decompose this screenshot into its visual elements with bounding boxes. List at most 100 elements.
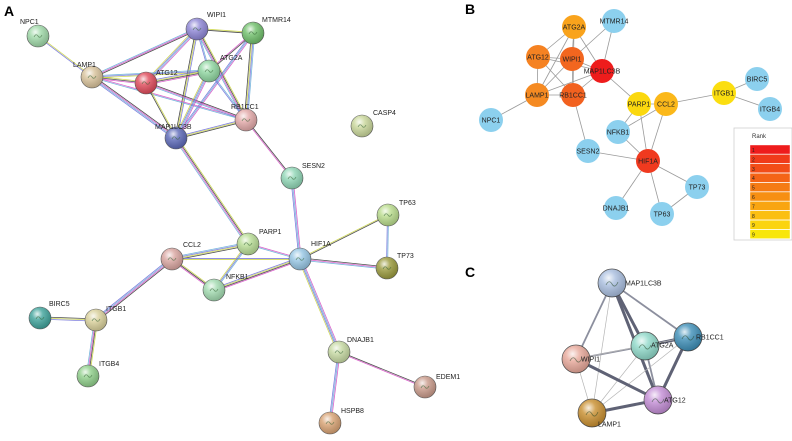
ranked-node-label-parp1: PARP1 xyxy=(628,102,651,109)
ranked-node-dnajb1[interactable]: DNAJB1 xyxy=(603,196,630,220)
node-tp73[interactable]: TP73 xyxy=(375,253,414,280)
ranked-node-itgb4[interactable]: ITGB4 xyxy=(758,97,782,121)
ranked-node-sesn2[interactable]: SESN2 xyxy=(576,139,600,163)
node-hif1a[interactable]: HIF1A xyxy=(288,241,331,271)
string-edge-sesn2-hif1a xyxy=(290,177,302,260)
node-birc5[interactable]: BIRC5 xyxy=(28,301,70,330)
rank-legend-row-8: 8 xyxy=(749,210,791,221)
string-edge-mtmr14-rb1cc1 xyxy=(243,32,256,121)
rank-legend-row-7: 7 xyxy=(749,201,791,211)
node-label-itgb4: ITGB4 xyxy=(99,361,119,368)
node-lamp1[interactable]: LAMP1 xyxy=(73,62,104,89)
hub-node-label-atg12: ATG12 xyxy=(664,398,686,405)
hub-edge-rb1cc1-lamp1 xyxy=(591,336,689,414)
string-edge-lamp1-npc1 xyxy=(37,35,93,78)
node-label-tp73: TP73 xyxy=(397,253,414,260)
ranked-node-label-itgb4: ITGB4 xyxy=(760,107,780,114)
ranked-node-npc1[interactable]: NPC1 xyxy=(479,108,503,132)
ranked-node-mtmr14[interactable]: MTMR14 xyxy=(600,9,629,33)
node-rb1cc1[interactable]: RB1CC1 xyxy=(231,104,259,132)
node-label-hif1a: HIF1A xyxy=(311,241,331,248)
ranked-node-label-atg2a: ATG2A xyxy=(563,25,586,32)
string-edge-atg2a-map1lc3b xyxy=(174,70,211,139)
ranked-node-atg2a[interactable]: ATG2A xyxy=(562,15,586,39)
string-edge-hif1a-tp63 xyxy=(299,214,389,260)
node-parp1[interactable]: PARP1 xyxy=(236,229,282,256)
node-atg2a[interactable]: ATG2A xyxy=(197,55,243,83)
node-mtmr14[interactable]: MTMR14 xyxy=(241,17,291,45)
rank-legend-row-6: 6 xyxy=(749,191,791,202)
rank-legend-row-9: 9 xyxy=(749,219,791,230)
rank-legend-value-8: 8 xyxy=(752,214,755,220)
rank-legend-value-6: 6 xyxy=(752,195,755,201)
rank-legend-row-10: 9 xyxy=(749,229,791,239)
node-wipi1[interactable]: WIPI1 xyxy=(185,12,226,41)
node-label-dnajb1: DNAJB1 xyxy=(347,337,374,344)
hub-node-lamp1[interactable]: LAMP1 xyxy=(577,398,621,429)
node-hspb8[interactable]: HSPB8 xyxy=(318,408,364,435)
ranked-node-hif1a[interactable]: HIF1A xyxy=(636,149,660,173)
node-ccl2[interactable]: CCL2 xyxy=(160,242,201,271)
node-label-nfkb1: NFKB1 xyxy=(226,274,249,281)
ranked-node-parp1[interactable]: PARP1 xyxy=(627,92,651,116)
rank-legend-title: Rank xyxy=(752,134,767,140)
node-label-map1lc3b: MAP1LC3B xyxy=(155,124,192,131)
rank-legend-value-2: 2 xyxy=(752,157,755,163)
ranked-node-birc5[interactable]: BIRC5 xyxy=(745,67,769,91)
ranked-node-map1lc3b[interactable]: MAP1LC3B xyxy=(584,59,621,83)
node-sesn2[interactable]: SESN2 xyxy=(280,163,325,190)
hub-edge-wipi1-atg12 xyxy=(575,357,659,402)
node-itgb4[interactable]: ITGB4 xyxy=(76,361,119,388)
node-tp63[interactable]: TP63 xyxy=(376,200,416,227)
node-label-casp4: CASP4 xyxy=(373,110,396,117)
node-label-itgb1: ITGB1 xyxy=(106,306,126,313)
string-edge-lamp1-rb1cc1 xyxy=(91,76,247,121)
node-nfkb1[interactable]: NFKB1 xyxy=(202,274,249,302)
ranked-node-lamp1[interactable]: LAMP1 xyxy=(525,83,549,107)
node-label-atg12: ATG12 xyxy=(156,70,178,77)
ranked-node-tp63[interactable]: TP63 xyxy=(650,202,674,226)
hub-node-atg12[interactable]: ATG12 xyxy=(643,385,686,415)
rank-legend-value-5: 5 xyxy=(752,186,755,192)
node-label-edem1: EDEM1 xyxy=(436,374,460,381)
string-edge-ccl2-itgb1 xyxy=(94,257,174,322)
ranked-node-rb1cc1[interactable]: RB1CC1 xyxy=(559,83,587,107)
rank-legend-row-5: 5 xyxy=(749,182,791,192)
node-label-atg2a: ATG2A xyxy=(220,55,243,62)
hub-node-map1lc3b[interactable]: MAP1LC3B xyxy=(597,268,662,298)
ranked-node-ccl2[interactable]: CCL2 xyxy=(654,92,678,116)
node-casp4[interactable]: CASP4 xyxy=(350,110,396,138)
hub-node-label-lamp1: LAMP1 xyxy=(598,422,621,429)
ranked-node-label-nfkb1: NFKB1 xyxy=(607,130,630,137)
string-edge-map1lc3b-parp1 xyxy=(174,136,250,246)
node-atg12[interactable]: ATG12 xyxy=(134,70,178,95)
rank-legend-value-3: 3 xyxy=(752,167,755,173)
ranked-node-label-lamp1: LAMP1 xyxy=(526,93,549,100)
ranked-node-tp73[interactable]: TP73 xyxy=(685,175,709,199)
hub-node-label-rb1cc1: RB1CC1 xyxy=(696,335,724,342)
ranked-node-label-itgb1: ITGB1 xyxy=(714,91,734,98)
panel-a-edges xyxy=(37,27,426,424)
hub-node-rb1cc1[interactable]: RB1CC1 xyxy=(673,322,724,352)
node-itgb1[interactable]: ITGB1 xyxy=(84,306,126,332)
rank-legend-value-7: 7 xyxy=(752,204,755,210)
hub-node-atg2a[interactable]: ATG2A xyxy=(630,331,674,361)
node-dnajb1[interactable]: DNAJB1 xyxy=(327,337,374,364)
ranked-node-itgb1[interactable]: ITGB1 xyxy=(712,81,736,105)
ranked-node-wipi1[interactable]: WIPI1 xyxy=(560,47,584,71)
ranked-node-atg12[interactable]: ATG12 xyxy=(526,45,550,69)
node-map1lc3b[interactable]: MAP1LC3B xyxy=(155,124,192,150)
ranked-node-label-npc1: NPC1 xyxy=(482,118,501,125)
ranked-node-label-atg12: ATG12 xyxy=(527,55,549,62)
ranked-node-label-sesn2: SESN2 xyxy=(577,149,600,156)
node-edem1[interactable]: EDEM1 xyxy=(413,374,460,399)
node-label-ccl2: CCL2 xyxy=(183,242,201,249)
node-npc1[interactable]: NPC1 xyxy=(20,19,50,48)
ranked-node-nfkb1[interactable]: NFKB1 xyxy=(606,120,630,144)
panel-b-letter: B xyxy=(465,1,475,17)
hub-node-wipi1[interactable]: WIPI1 xyxy=(561,344,600,374)
